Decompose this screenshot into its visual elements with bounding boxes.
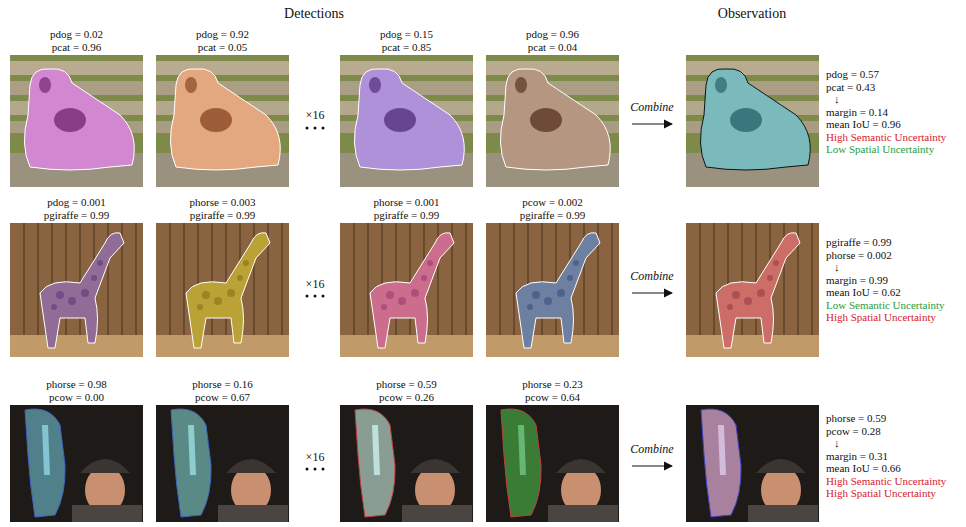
probability-label: pgiraffe = 0.99 xyxy=(190,209,256,221)
metric-label: margin = 0.99 xyxy=(826,274,888,286)
arrow-symbol: ↓ xyxy=(834,437,840,449)
probability-label: phorse = 0.59 xyxy=(826,412,886,424)
count-label: ×16 xyxy=(306,278,325,291)
probability-label: pcat = 0.05 xyxy=(198,41,247,53)
probability-label: phorse = 0.98 xyxy=(46,378,106,390)
metric-label: margin = 0.31 xyxy=(826,450,888,462)
operation-label: Combine xyxy=(630,443,673,456)
probability-label: pdog = 0.001 xyxy=(47,196,105,208)
heading: Observation xyxy=(718,6,786,21)
metric-label: mean IoU = 0.96 xyxy=(826,118,901,130)
probability-label: phorse = 0.001 xyxy=(374,196,440,208)
probability-label: phorse = 0.23 xyxy=(522,378,582,390)
heading: Detections xyxy=(284,6,344,21)
arrow-symbol: ↓ xyxy=(834,261,840,273)
probability-label: pgiraffe = 0.99 xyxy=(374,209,440,221)
probability-label: pcat = 0.96 xyxy=(52,41,101,53)
probability-label: pcow = 0.28 xyxy=(826,425,881,437)
probability-label: pcow = 0.002 xyxy=(522,196,582,208)
probability-label: pcat = 0.43 xyxy=(826,81,875,93)
probability-label: pcat = 0.85 xyxy=(382,41,431,53)
count-label: ×16 xyxy=(306,109,325,122)
probability-label: pdog = 0.96 xyxy=(526,28,579,40)
probability-label: phorse = 0.59 xyxy=(376,378,436,390)
metric-label: margin = 0.14 xyxy=(826,106,888,118)
uncertainty-label: High Spatial Uncertainty xyxy=(826,311,936,323)
operation-label: Combine xyxy=(630,270,673,283)
probability-label: pcow = 0.26 xyxy=(379,391,434,403)
uncertainty-label: High Spatial Uncertainty xyxy=(826,487,936,499)
probability-label: pgiraffe = 0.99 xyxy=(826,236,892,248)
metric-label: mean IoU = 0.62 xyxy=(826,286,901,298)
count-label: ×16 xyxy=(306,451,325,464)
uncertainty-label: High Semantic Uncertainty xyxy=(826,131,946,143)
probability-label: pdog = 0.92 xyxy=(196,28,249,40)
probability-label: pcat = 0.04 xyxy=(528,41,577,53)
probability-label: pcow = 0.67 xyxy=(195,391,250,403)
probability-label: pcow = 0.64 xyxy=(525,391,580,403)
probability-label: pgiraffe = 0.99 xyxy=(520,209,586,221)
probability-label: phorse = 0.16 xyxy=(192,378,252,390)
probability-label: phorse = 0.003 xyxy=(190,196,256,208)
arrow-symbol: ↓ xyxy=(834,93,840,105)
probability-label: phorse = 0.002 xyxy=(826,249,892,261)
metric-label: mean IoU = 0.66 xyxy=(826,462,901,474)
probability-label: pdog = 0.15 xyxy=(380,28,433,40)
probability-label: pcow = 0.00 xyxy=(49,391,104,403)
uncertainty-label: Low Spatial Uncertainty xyxy=(826,143,934,155)
probability-label: pdog = 0.57 xyxy=(826,68,879,80)
probability-label: pdog = 0.02 xyxy=(50,28,103,40)
uncertainty-label: High Semantic Uncertainty xyxy=(826,475,946,487)
probability-label: pgiraffe = 0.99 xyxy=(44,209,110,221)
uncertainty-label: Low Semantic Uncertainty xyxy=(826,299,945,311)
operation-label: Combine xyxy=(630,101,673,114)
